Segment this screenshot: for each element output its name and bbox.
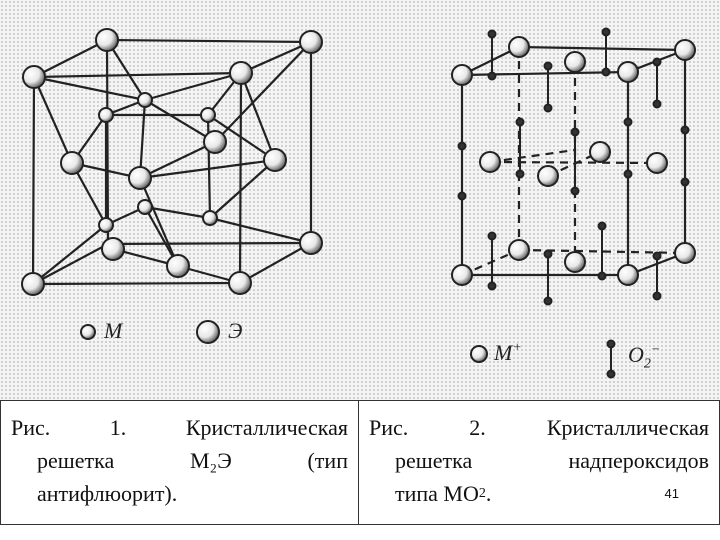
- fig2-legend-o2: O2−: [628, 342, 660, 372]
- fig1-atoms: [21, 28, 323, 296]
- caption-fig2: Рис. 2. Кристаллическая решетка надперок…: [359, 401, 719, 524]
- caption-word: Рис.: [369, 415, 409, 440]
- fig2-legend-m: М+: [494, 340, 522, 366]
- caption-word: 1.: [109, 415, 127, 440]
- caption-word: Кристаллическая: [185, 415, 348, 440]
- caption-line: Рис. 1. Кристаллическая: [11, 411, 348, 444]
- caption-line: Рис. 2. Кристаллическая: [369, 411, 709, 444]
- fig2-atoms: [451, 36, 696, 363]
- caption-word: (тип: [307, 448, 348, 473]
- caption-word: Рис.: [11, 415, 51, 440]
- fig1-legend-e: Э: [228, 318, 242, 344]
- caption-word: М₂Э: [189, 448, 232, 473]
- fig1-legend-symbols: [80, 320, 220, 344]
- legend-label: O: [628, 342, 644, 367]
- caption-subscript: 2: [478, 486, 486, 501]
- caption-line: решетка М₂Э (тип: [11, 444, 348, 477]
- caption-word: надпероксидов: [568, 448, 709, 473]
- fig1-legend-m: М: [104, 318, 122, 344]
- legend-label: Э: [228, 318, 243, 343]
- legend-superscript: +: [512, 340, 522, 356]
- legend-label: М: [494, 340, 513, 365]
- legend-superscript: −: [650, 342, 661, 358]
- caption-line: антифлюорит).: [11, 477, 348, 510]
- legend-label: М: [104, 318, 123, 343]
- caption-line: решетка надпероксидов: [369, 444, 709, 477]
- caption-word: решетка: [37, 448, 115, 473]
- page-number: 41: [664, 486, 679, 501]
- caption-word: антифлюорит).: [37, 481, 178, 506]
- caption-table: Рис. 1. Кристаллическая решетка М₂Э (тип…: [0, 400, 720, 525]
- caption-word: типа МО: [395, 481, 479, 506]
- caption-word: .: [485, 481, 492, 506]
- caption-word: Кристаллическая: [546, 415, 709, 440]
- caption-fig1: Рис. 1. Кристаллическая решетка М₂Э (тип…: [1, 401, 359, 524]
- figures-area: М Э М+ O2−: [0, 0, 720, 400]
- crystal-diagrams: [21, 27, 696, 379]
- legend-subscript: 2: [643, 356, 651, 372]
- caption-word: решетка: [395, 448, 473, 473]
- fig2-dumbbells: [457, 27, 690, 379]
- caption-word: 2.: [469, 415, 486, 440]
